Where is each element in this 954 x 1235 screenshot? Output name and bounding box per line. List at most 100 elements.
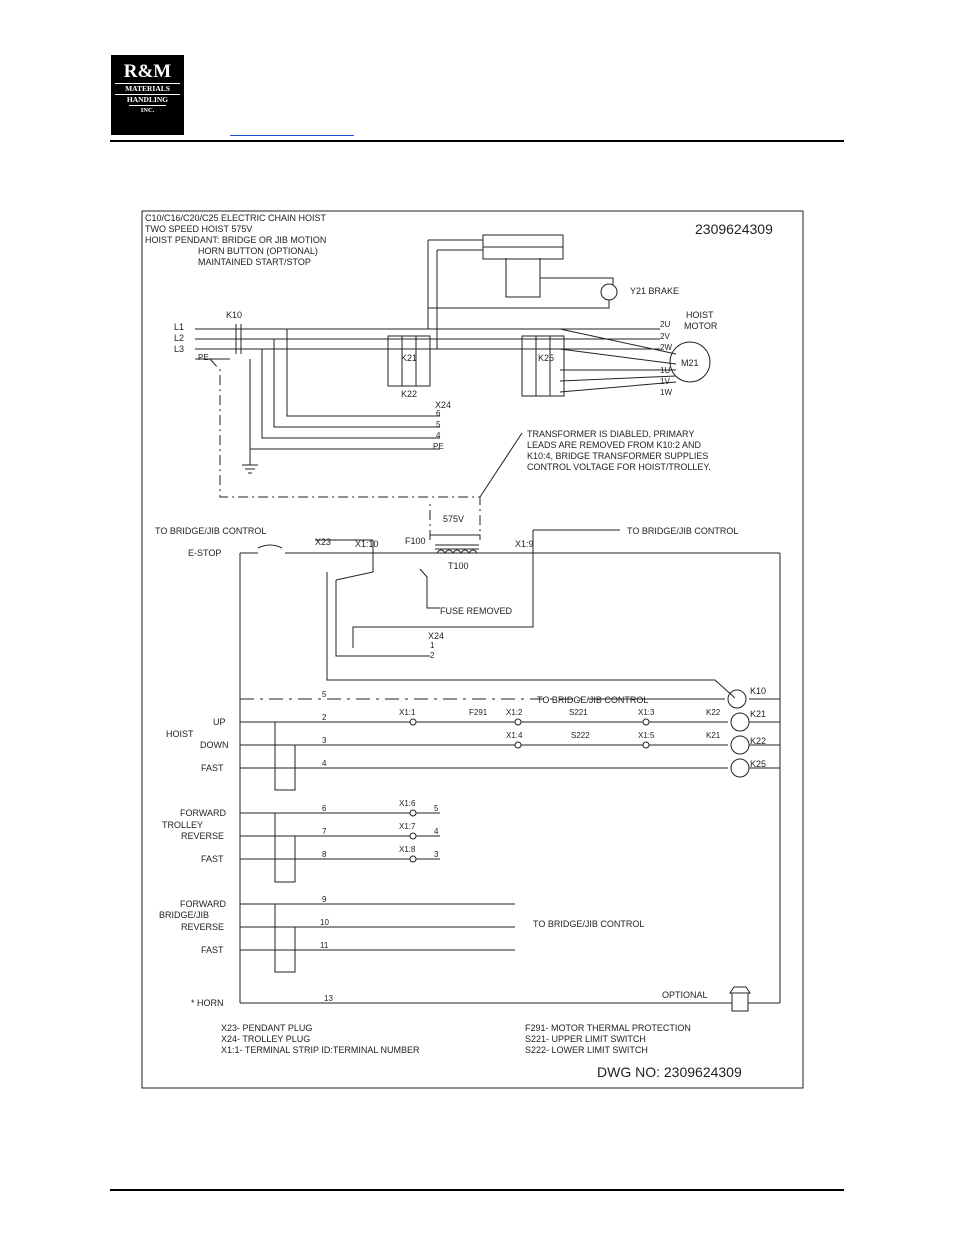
bridge-forward-label: FORWARD: [180, 899, 226, 909]
header-line-3: HOIST PENDANT: BRIDGE OR JIB MOTION: [145, 235, 326, 245]
footer-rule: [110, 1189, 844, 1191]
f100-label: F100: [405, 536, 426, 546]
contactor-k10: K10: [226, 310, 242, 320]
optional-label: OPTIONAL: [662, 990, 708, 1000]
header-line-2: TWO SPEED HOIST 575V: [145, 224, 252, 234]
motor-terminal-1w: 1W: [660, 388, 672, 397]
to-bridge-label-4: TO BRIDGE/JIB CONTROL: [533, 919, 644, 929]
motor-terminal-2w: 2W: [660, 343, 672, 352]
header-rule: [110, 140, 844, 142]
estop-label: E-STOP: [188, 548, 221, 558]
transformer-note-3: K10:4, BRIDGE TRANSFORMER SUPPLIES: [527, 451, 708, 461]
terminal-x1-1: X1:1: [399, 708, 416, 717]
x23-label: X23: [315, 537, 331, 547]
to-bridge-label-2: TO BRIDGE/JIB CONTROL: [627, 526, 738, 536]
wire-8: 8: [322, 850, 327, 859]
header-link[interactable]: [230, 121, 354, 136]
contactor-k21: K21: [401, 353, 417, 363]
terminal-x1-8: X1:8: [399, 845, 416, 854]
hoist-label: HOIST: [166, 729, 194, 739]
transformer-note-2: LEADS ARE REMOVED FROM K10:2 AND: [527, 440, 702, 450]
wire-9: 9: [322, 895, 327, 904]
transformer-note-4: CONTROL VOLTAGE FOR HOIST/TROLLEY.: [527, 462, 711, 472]
575v-label: 575V: [443, 514, 464, 524]
x1-9-label: X1:9: [515, 539, 534, 549]
line-l2: L2: [174, 333, 184, 343]
bridge-fast-label: FAST: [201, 945, 224, 955]
to-bridge-label-1: TO BRIDGE/JIB CONTROL: [155, 526, 266, 536]
terminal-x1-6: X1:6: [399, 799, 416, 808]
legend-right-3: S222- LOWER LIMIT SWITCH: [525, 1045, 648, 1055]
wire-2: 2: [322, 713, 327, 722]
x24-pin-4: 4: [436, 431, 441, 440]
company-logo: R&M MATERIALS HANDLING INC.: [111, 55, 184, 135]
coil-k10: K10: [750, 686, 766, 696]
hoist-motor-label-2: MOTOR: [684, 321, 718, 331]
trolley-forward-label: FORWARD: [180, 808, 226, 818]
contactor-k22: K22: [401, 389, 417, 399]
wire-6: 6: [322, 804, 327, 813]
wire-5: 5: [322, 690, 327, 699]
line-l1: L1: [174, 322, 184, 332]
f291-label: F291: [469, 708, 488, 717]
motor-terminal-2u: 2U: [660, 320, 670, 329]
k21-interlock-label: K21: [706, 731, 721, 740]
trolley-out-3: 3: [434, 850, 439, 859]
x24-lower-pin-1: 1: [430, 641, 435, 650]
line-l3: L3: [174, 344, 184, 354]
motor-terminal-1u: 1U: [660, 366, 670, 375]
x24-pin-5: 5: [436, 420, 441, 429]
hoist-fast-label: FAST: [201, 763, 224, 773]
header-line-1: C10/C16/C20/C25 ELECTRIC CHAIN HOIST: [145, 213, 327, 223]
trolley-label: TROLLEY: [162, 820, 203, 830]
line-pe: PE: [198, 353, 209, 362]
wire-11: 11: [320, 941, 329, 950]
terminal-x1-3: X1:3: [638, 708, 655, 717]
header-line-4: HORN BUTTON (OPTIONAL): [198, 246, 318, 256]
logo-line4: INC.: [129, 105, 166, 116]
brake-label: Y21 BRAKE: [630, 286, 679, 296]
terminal-x1-7: X1:7: [399, 822, 416, 831]
x24-pin-pe: PE: [433, 442, 444, 451]
t100-label: T100: [448, 561, 469, 571]
motor-terminal-2v: 2V: [660, 332, 670, 341]
bridge-jib-label: BRIDGE/JIB: [159, 910, 209, 920]
fuse-removed-label: FUSE REMOVED: [440, 606, 513, 616]
drawing-number: DWG NO: 2309624309: [597, 1064, 742, 1080]
s221-label: S221: [569, 708, 588, 717]
legend-right-2: S221- UPPER LIMIT SWITCH: [525, 1034, 646, 1044]
trolley-out-5: 5: [434, 804, 439, 813]
wire-13: 13: [324, 994, 333, 1003]
legend-left-3: X1:1- TERMINAL STRIP ID:TERMINAL NUMBER: [221, 1045, 420, 1055]
up-label: UP: [213, 717, 226, 727]
trolley-fast-label: FAST: [201, 854, 224, 864]
wire-4: 4: [322, 759, 327, 768]
motor-terminal-1v: 1V: [660, 377, 670, 386]
coil-k22: K22: [750, 736, 766, 746]
x24-upper-label: X24: [435, 400, 451, 410]
transformer-note-1: TRANSFORMER IS DIABLED, PRIMARY: [527, 429, 694, 439]
coil-k25: K25: [750, 759, 766, 769]
trolley-out-4: 4: [434, 827, 439, 836]
trolley-reverse-label: REVERSE: [181, 831, 224, 841]
x24-pin-6: 6: [436, 409, 441, 418]
wire-7: 7: [322, 827, 327, 836]
legend-left-1: X23- PENDANT PLUG: [221, 1023, 312, 1033]
terminal-x1-5: X1:5: [638, 731, 655, 740]
legend-right-1: F291- MOTOR THERMAL PROTECTION: [525, 1023, 691, 1033]
wire-10: 10: [320, 918, 329, 927]
drawing-frame: [141, 210, 804, 1089]
to-bridge-label-3: TO BRIDGE/JIB CONTROL: [537, 695, 648, 705]
terminal-x1-2: X1:2: [506, 708, 523, 717]
x24-lower-label: X24: [428, 631, 444, 641]
k22-interlock-label: K22: [706, 708, 721, 717]
legend-left-2: X24- TROLLEY PLUG: [221, 1034, 310, 1044]
drawing-number-top: 2309624309: [695, 221, 773, 237]
hoist-motor-label-1: HOIST: [686, 310, 714, 320]
down-label: DOWN: [200, 740, 229, 750]
terminal-x1-4: X1:4: [506, 731, 523, 740]
horn-label: * HORN: [191, 998, 224, 1008]
motor-label: M21: [681, 358, 699, 368]
logo-line2: MATERIALS: [115, 83, 180, 94]
